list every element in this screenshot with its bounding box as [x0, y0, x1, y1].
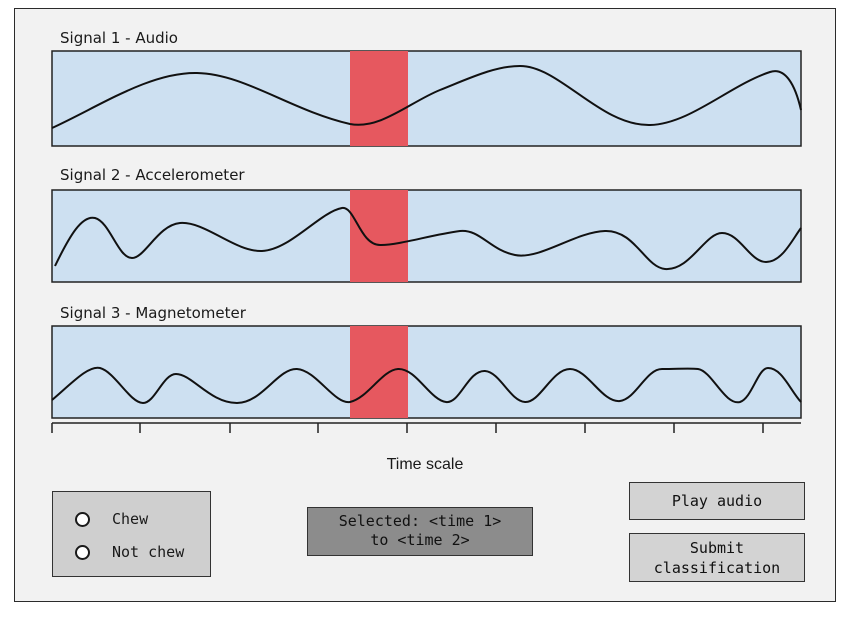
submit-button-label-line-2: classification — [653, 559, 781, 577]
radio-option-chew[interactable]: Chew — [75, 508, 148, 530]
submit-button-label-line-1: Submit — [689, 539, 745, 557]
signal-3-plot[interactable] — [51, 325, 802, 419]
signal-2-background — [51, 189, 802, 283]
classification-radio-group: Chew Not chew — [52, 491, 211, 577]
signal-1-waveform — [51, 64, 802, 129]
play-audio-button[interactable]: Play audio — [629, 482, 805, 520]
signal-1-plot[interactable] — [51, 50, 802, 147]
signal-3-waveform — [51, 366, 802, 405]
signal-1-selection-highlight[interactable] — [350, 51, 408, 146]
time-scale-label: Time scale — [386, 456, 464, 473]
radio-button-icon[interactable] — [75, 511, 90, 527]
signal-3-selection-highlight[interactable] — [350, 326, 408, 418]
signal-2-selection-highlight[interactable] — [350, 190, 408, 282]
selected-time-range-display: Selected: <time 1> to <time 2> — [307, 507, 533, 556]
signal-3-title: Signal 3 - Magnetometer — [60, 304, 246, 322]
selected-time-range-line-1: Selected: <time 1> — [338, 512, 502, 530]
signal-2-plot[interactable] — [51, 189, 802, 283]
submit-classification-button[interactable]: Submit classification — [629, 533, 805, 582]
selected-time-range-line-2: to <time 2> — [370, 531, 470, 549]
radio-button-icon[interactable] — [75, 544, 90, 560]
signal-1-background — [51, 50, 802, 147]
radio-label-chew: Chew — [112, 510, 149, 528]
time-axis — [51, 422, 801, 433]
signal-2-waveform — [54, 207, 802, 271]
radio-label-not-chew: Not chew — [112, 543, 185, 561]
signal-1-title: Signal 1 - Audio — [60, 29, 178, 47]
radio-option-not-chew[interactable]: Not chew — [75, 541, 184, 563]
signal-3-background — [51, 325, 802, 419]
signal-2-title: Signal 2 - Accelerometer — [60, 166, 245, 184]
